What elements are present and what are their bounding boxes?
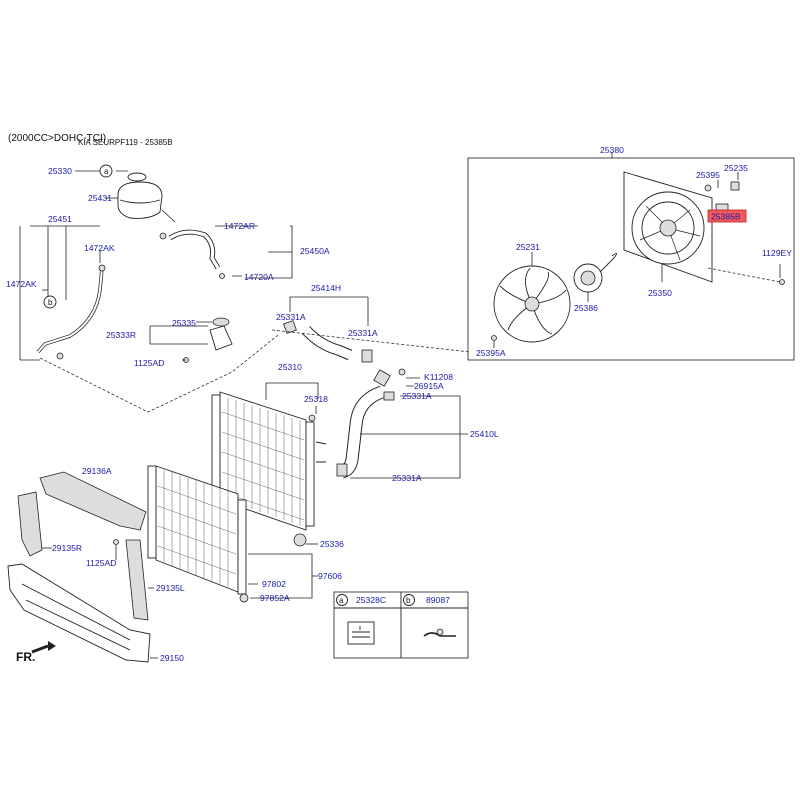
part-labels: 25330 25431 25451 1472AR 1472AK 25450A 1… [6, 145, 792, 664]
label-29150[interactable]: 29150 [160, 653, 184, 663]
upper-hose-group [149, 296, 373, 363]
radiator-mount-25336[interactable] [293, 533, 307, 547]
label-25414H[interactable]: 25414H [311, 283, 341, 293]
legend-box [333, 591, 469, 659]
label-14720A[interactable]: 14720A [244, 272, 274, 282]
label-25330[interactable]: 25330 [48, 166, 72, 176]
label-25328C-icon [347, 621, 375, 645]
label-97802[interactable]: 97802 [262, 579, 286, 589]
reservoir-tank-25431[interactable] [117, 181, 163, 219]
fan-assembly-box [271, 152, 795, 361]
label-25451[interactable]: 25451 [48, 214, 72, 224]
label-25231[interactable]: 25231 [516, 242, 540, 252]
label-25410L[interactable]: 25410L [470, 429, 499, 439]
legend-b-part[interactable]: 89087 [426, 595, 450, 605]
label-25350[interactable]: 25350 [648, 288, 672, 298]
label-25235[interactable]: 25235 [724, 163, 748, 173]
label-25331A-1[interactable]: 25331A [276, 312, 306, 322]
label-29135L[interactable]: 29135L [156, 583, 185, 593]
air-guard-29135L[interactable] [125, 539, 149, 621]
legend-a-letter: a [339, 596, 344, 605]
air-guard-29136A[interactable] [39, 471, 147, 531]
radiator-25310 [211, 382, 327, 547]
highlighted-part-tag[interactable] [707, 209, 747, 223]
label-97852A[interactable]: 97852A [260, 593, 290, 603]
engine-spec: (2000CC>DOHC-TCI) [8, 133, 107, 144]
clip-89087-icon [423, 632, 456, 637]
callout-a-marker [99, 164, 113, 178]
legend-a-part[interactable]: 25328C [356, 595, 386, 605]
label-1125AD-bottom[interactable]: 1125AD [86, 558, 116, 568]
air-guard-29135R[interactable] [17, 491, 43, 557]
reservoir-cap-25330[interactable] [127, 172, 147, 182]
label-1472AK-left[interactable]: 1472AK [6, 279, 37, 289]
label-1472AR[interactable]: 1472AR [224, 221, 255, 231]
reservoir-group [19, 170, 293, 413]
label-29136A[interactable]: 29136A [82, 466, 112, 476]
label-25380[interactable]: 25380 [600, 145, 624, 155]
label-25310[interactable]: 25310 [278, 362, 302, 372]
label-25333R[interactable]: 25333R [106, 330, 136, 340]
label-25386[interactable]: 25386 [574, 303, 598, 313]
condenser [147, 465, 318, 603]
filler-neck-25333R[interactable] [209, 325, 233, 351]
label-25331A-3[interactable]: 25331A [402, 391, 432, 401]
label-25385B[interactable]: 25385B [711, 212, 741, 222]
label-25335[interactable]: 25335 [172, 318, 196, 328]
front-marker: FR. [16, 650, 35, 664]
label-26915A[interactable]: 26915A [414, 381, 444, 391]
callout-b-marker [43, 295, 57, 309]
air-guard-group [7, 471, 158, 663]
label-1125AD-top[interactable]: 1125AD [134, 358, 164, 368]
label-25318[interactable]: 25318 [304, 394, 328, 404]
legend-b-letter: b [406, 596, 411, 605]
callout-b-text: b [48, 298, 53, 307]
label-25331A-4[interactable]: 25331A [392, 473, 422, 483]
label-K11208[interactable]: K11208 [424, 372, 453, 382]
lower-hose-group [336, 368, 468, 479]
model-reference: KIA SEURPF119 - 25385B [78, 138, 173, 147]
label-25431[interactable]: 25431 [88, 193, 112, 203]
label-1472AK-top[interactable]: 1472AK [84, 243, 115, 253]
label-25395A[interactable]: 25395A [476, 348, 506, 358]
label-25331A-2[interactable]: 25331A [348, 328, 378, 338]
label-25395[interactable]: 25395 [696, 170, 720, 180]
label-25336[interactable]: 25336 [320, 539, 344, 549]
label-29135R[interactable]: 29135R [52, 543, 82, 553]
carrier-29150[interactable] [7, 563, 151, 663]
callout-a-text: a [104, 167, 109, 176]
label-25450A[interactable]: 25450A [300, 246, 330, 256]
label-1129EY[interactable]: 1129EY [762, 248, 792, 258]
label-97606[interactable]: 97606 [318, 571, 342, 581]
